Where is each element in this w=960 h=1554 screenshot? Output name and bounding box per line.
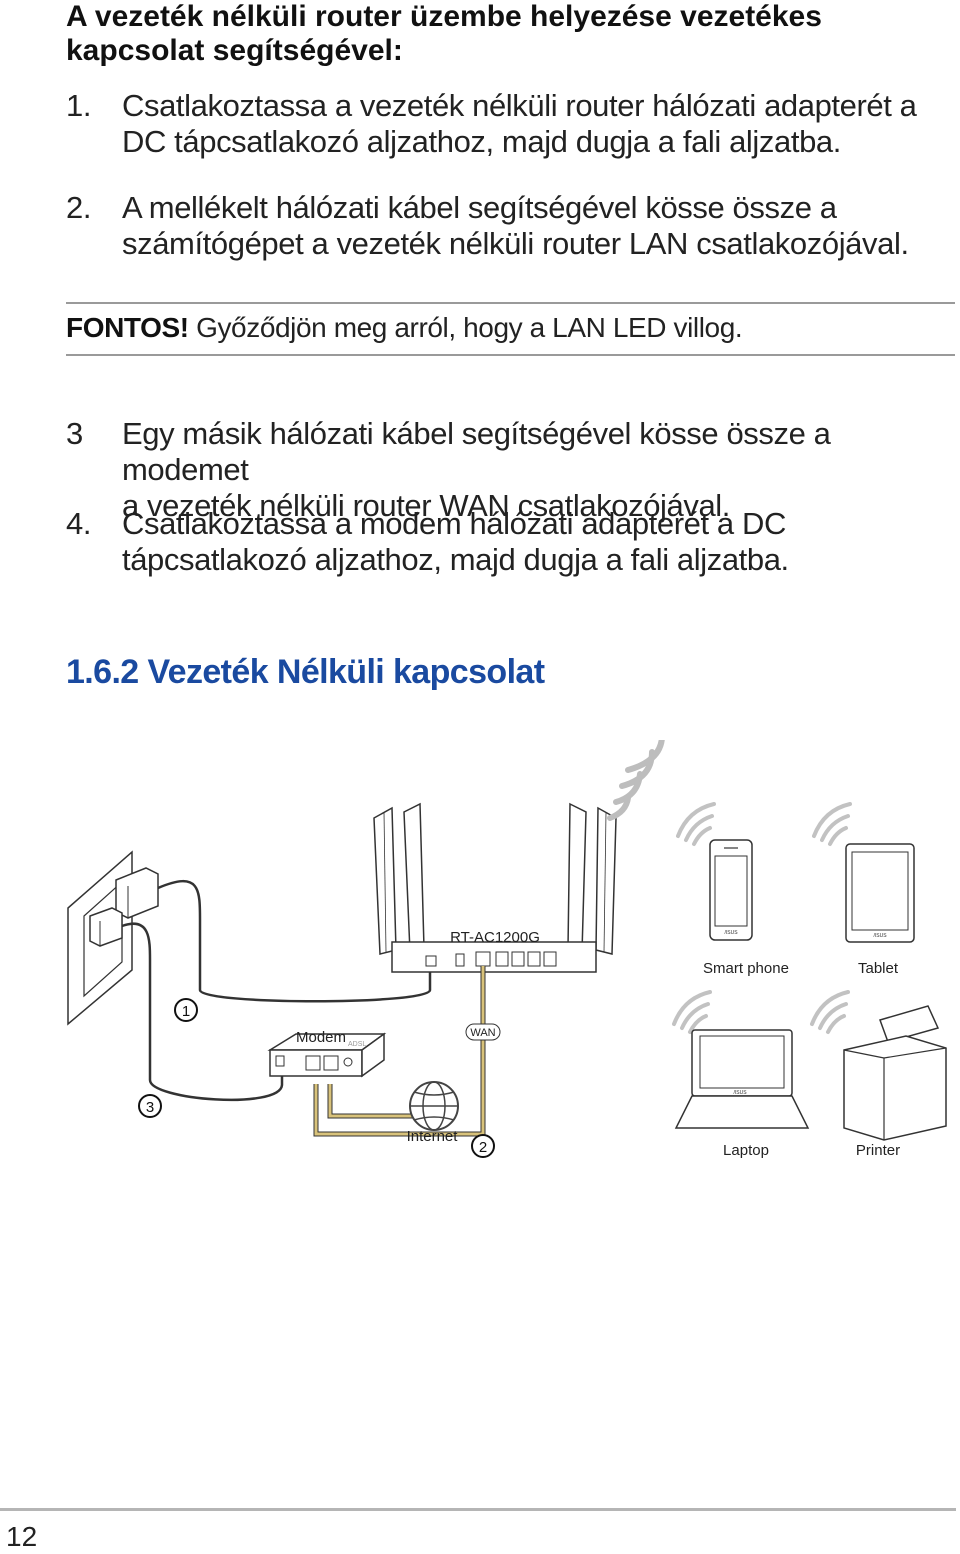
modem-power-cable [121, 922, 284, 1102]
router-model-label: RT-AC1200G [450, 929, 540, 946]
printer-label: Printer [856, 1142, 900, 1159]
globe-icon [409, 1081, 459, 1131]
router-icon [373, 802, 617, 973]
badge-1: 1 [174, 998, 198, 1022]
laptop-label: Laptop [723, 1142, 769, 1159]
printer-icon [843, 1005, 947, 1141]
router-power-cable [157, 880, 432, 1003]
wan-cable [314, 966, 485, 1136]
important-note: FONTOS! Győződjön meg arról, hogy a LAN … [66, 310, 743, 346]
step-text: Csatlakoztassa a vezeték nélküli router … [122, 88, 952, 160]
internet-label: Internet [407, 1128, 459, 1145]
device-wifi-waves-icon [672, 802, 852, 1034]
step-text-line: A mellékelt hálózati kábel segítségével … [122, 190, 837, 225]
step-text-line: tápcsatlakozó aljzathoz, majd dugja a fa… [122, 542, 789, 577]
step-1: 1. Csatlakoztassa a vezeték nélküli rout… [66, 88, 946, 160]
svg-text:1: 1 [182, 1003, 190, 1020]
step-text-line: a vezeték nélküli router WAN csatlakozój… [122, 488, 731, 523]
step-text: A mellékelt hálózati kábel segítségével … [122, 190, 952, 262]
modem-brand-label: ADSL [348, 1041, 366, 1048]
step-text-line: DC tápcsatlakozó aljzathoz, majd dugja a… [122, 124, 841, 159]
page-heading-line2: kapcsolat segítségével: [66, 34, 403, 67]
step-3: 3 Egy másik hálózati kábel segítségével … [66, 416, 946, 523]
smartphone-label: Smart phone [703, 960, 789, 977]
step-text-line: Csatlakoztassa a vezeték nélküli router … [122, 88, 917, 123]
internet-cable [328, 1084, 416, 1118]
page-heading-line1: A vezeték nélküli router üzembe helyezés… [66, 0, 822, 33]
tablet-brand-label: /ISUS [873, 933, 887, 939]
modem-power-adapter-icon [89, 907, 123, 947]
page-number: 12 [6, 1521, 38, 1552]
step-number: 3 [66, 416, 83, 451]
laptop-icon [674, 1029, 810, 1129]
important-text: Győződjön meg arról, hogy a LAN LED vill… [188, 312, 743, 343]
step-number: 4. [66, 506, 92, 541]
tablet-icon [845, 843, 915, 943]
step-text: Egy másik hálózati kábel segítségével kö… [122, 416, 952, 524]
page-heading: A vezeték nélküli router üzembe helyezés… [66, 0, 926, 68]
svg-text:2: 2 [479, 1139, 487, 1156]
step-number: 1. [66, 88, 92, 123]
step-text-line: számítógépet a vezeték nélküli router LA… [122, 226, 909, 261]
modem-icon [267, 1032, 387, 1078]
note-top-divider [66, 302, 955, 304]
modem-label: Modem [296, 1029, 346, 1046]
smartphone-icon [709, 839, 753, 941]
badge-3: 3 [138, 1094, 162, 1118]
wan-label-box [465, 1023, 501, 1041]
network-diagram: RT-AC1200G WAN ADSL Modem Internet 1 [67, 740, 947, 1159]
tablet-label: Tablet [858, 960, 899, 977]
step-text: Csatlakoztassa a modem hálózati adapteré… [122, 506, 952, 578]
note-bottom-divider [66, 354, 955, 356]
svg-text:3: 3 [146, 1099, 154, 1116]
badge-2: 2 [471, 1134, 495, 1158]
step-text-line: Csatlakoztassa a modem hálózati adapteré… [122, 506, 786, 541]
section-title: 1.6.2 Vezeték Nélküli kapcsolat [66, 653, 545, 691]
laptop-brand-label: /ISUS [733, 1090, 747, 1096]
smartphone-brand-label: /ISUS [724, 930, 738, 936]
footer-divider [0, 1508, 956, 1511]
wan-label: WAN [470, 1027, 495, 1039]
step-text-line: Egy másik hálózati kábel segítségével kö… [122, 416, 831, 487]
router-wifi-waves-icon [607, 740, 665, 821]
step-2: 2. A mellékelt hálózati kábel segítségév… [66, 190, 946, 262]
step-number: 2. [66, 190, 92, 225]
step-4: 4. Csatlakoztassa a modem hálózati adapt… [66, 506, 946, 578]
important-label: FONTOS! [66, 312, 189, 343]
